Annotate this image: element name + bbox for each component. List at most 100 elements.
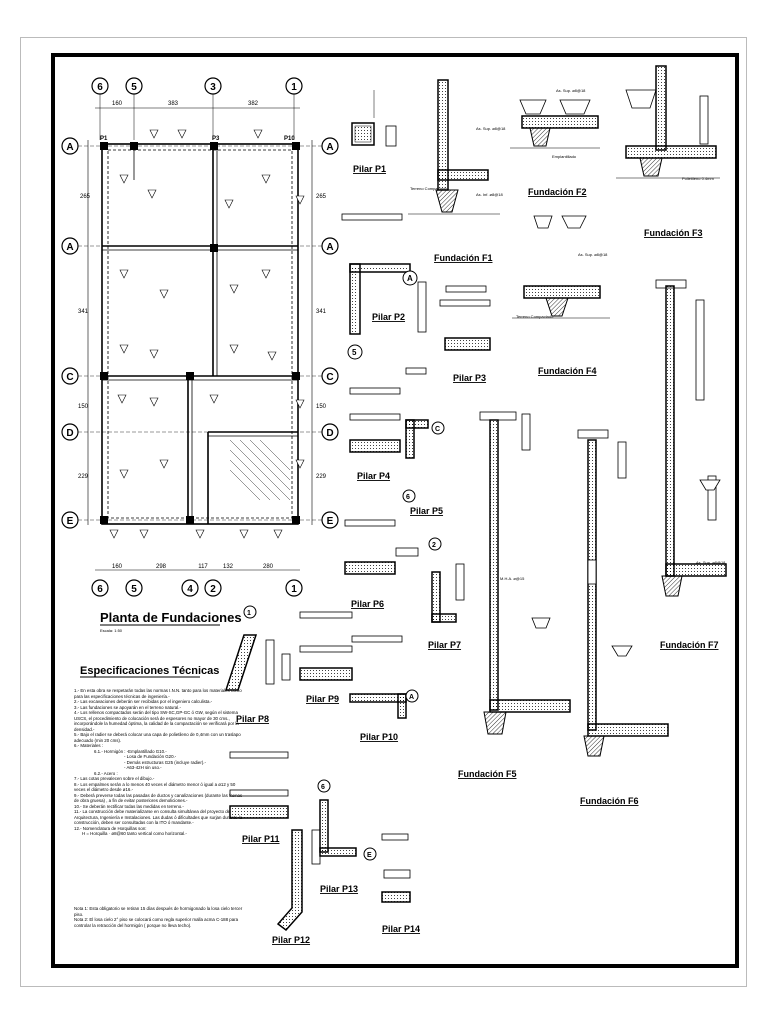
dimension: 382 bbox=[248, 101, 259, 107]
pilar-title: Pilar P1 bbox=[353, 164, 386, 174]
spec-item: 6.1.- Hormigón : -Emplantillado G10.- bbox=[94, 748, 167, 754]
notes: Nota 1: Esta obligatorio se retiran 15 d… bbox=[74, 906, 244, 928]
axis-label: E bbox=[327, 516, 334, 527]
pilar-details: Pilar P1 A 5 Pilar P2 Pilar P3 Pilar P4 … bbox=[224, 90, 491, 945]
note-text: As. Sup. ø8@18 bbox=[556, 88, 586, 93]
spec-item: 2.- Las excavaciones deberán ser recibid… bbox=[74, 699, 213, 704]
note-text: As. Inf. ø8@18 bbox=[476, 192, 504, 197]
scale-label: Escala: 1:50 bbox=[100, 628, 123, 633]
axis-label: 5 bbox=[131, 82, 137, 93]
axis-label: A bbox=[66, 242, 73, 253]
spec-item: 11.- La construcción debe materializarse… bbox=[74, 809, 243, 825]
axis-label: A bbox=[326, 142, 333, 153]
dimension: 229 bbox=[78, 474, 89, 480]
dimension: 132 bbox=[223, 564, 234, 570]
spec-item: - Demás estructuras G25 (incluye radier)… bbox=[124, 759, 206, 765]
pilar-title: Pilar P2 bbox=[372, 312, 405, 322]
specs-title: Especificaciones Técnicas bbox=[80, 665, 219, 677]
axis-label: E bbox=[67, 516, 74, 527]
svg-text:6: 6 bbox=[321, 784, 325, 791]
spec-item: 6.- Materiales : bbox=[74, 743, 104, 748]
fundacion-title: Fundación F5 bbox=[458, 769, 517, 779]
axis-label: D bbox=[326, 428, 333, 439]
spec-item: 9.- Deberá preverse todas las pasadas de… bbox=[74, 792, 243, 804]
dimension: 265 bbox=[80, 194, 91, 200]
drawing-frame bbox=[51, 53, 739, 968]
spec-item: H = Horquilla · ø8@60 tanto vertical com… bbox=[82, 831, 187, 836]
spec-item: 12.- Nomenclatura de Horquillas son: bbox=[74, 825, 147, 831]
foundation-plan: 6 5 3 1 160 383 382 A A C D E 265 bbox=[61, 77, 339, 678]
axis-top: 6 5 3 1 160 383 382 bbox=[91, 77, 303, 140]
axis-label: 4 bbox=[187, 584, 193, 595]
axis-label: 6 bbox=[97, 584, 103, 595]
pillar-label: P10 bbox=[284, 136, 295, 142]
dimension: 383 bbox=[168, 101, 179, 107]
fundacion-title: Fundación F2 bbox=[528, 187, 587, 197]
fundacion-title: Fundación F4 bbox=[538, 366, 597, 376]
pillar-label: P3 bbox=[212, 136, 220, 142]
pilar-title: Pilar P13 bbox=[320, 884, 358, 894]
axis-label: 5 bbox=[131, 584, 137, 595]
dimension: 117 bbox=[198, 564, 208, 570]
svg-text:A: A bbox=[409, 694, 414, 701]
axis-label: 1 bbox=[291, 584, 297, 595]
spec-item: 5.- Bajo el radier se deberá colocar una… bbox=[74, 732, 241, 743]
svg-text:5: 5 bbox=[352, 348, 357, 357]
specs-list: 1.- En esta obra se respetarán todas las… bbox=[74, 688, 244, 837]
dimension: 160 bbox=[112, 101, 123, 107]
axis-label: 6 bbox=[97, 82, 103, 93]
fundacion-title: Fundación F1 bbox=[434, 253, 493, 263]
plan-title: Planta de Fundaciones bbox=[100, 610, 242, 625]
pilar-title: Pilar P12 bbox=[272, 935, 310, 945]
sheet-border bbox=[20, 37, 747, 987]
pilar-title: Pilar P10 bbox=[360, 732, 398, 742]
note-1: Nota 1: Esta obligatorio se retiran 15 d… bbox=[74, 906, 243, 917]
spec-item: 8.- Los empalmes serán a lo menos 40 vec… bbox=[74, 781, 236, 793]
dimension: 280 bbox=[263, 564, 274, 570]
dimension: 150 bbox=[316, 404, 327, 410]
note-text: As. Sup. ø8@18 bbox=[476, 126, 506, 131]
axis-bottom: 160 298 117 132 280 6 5 4 2 1 bbox=[91, 564, 303, 597]
dimension: 298 bbox=[156, 564, 167, 570]
dimension: 150 bbox=[78, 404, 89, 410]
axis-label: C bbox=[66, 372, 73, 383]
spec-item: 4.- Los rellenos compactados serán del t… bbox=[74, 710, 239, 732]
pilar-title: Pilar P11 bbox=[242, 834, 280, 844]
note-text: Polietileno 0.4mm bbox=[682, 176, 714, 181]
pilar-title: Pilar P6 bbox=[351, 599, 384, 609]
axis-label: A bbox=[326, 242, 333, 253]
axis-left: A A C D E 265 341 150 229 bbox=[61, 137, 91, 529]
note-text: As. Sup. ø8@18 bbox=[696, 560, 726, 565]
note-text: As. Sup. ø8@18 bbox=[578, 252, 608, 257]
dimension: 341 bbox=[78, 309, 89, 315]
fundacion-details: Terreno Compactado As. Sup. ø8@18 As. In… bbox=[408, 65, 727, 806]
axis-label: 1 bbox=[291, 82, 297, 93]
axis-label: C bbox=[326, 372, 333, 383]
dimension: 229 bbox=[316, 474, 327, 480]
spec-item: 3.- Las fundaciones se apoyarán en el te… bbox=[74, 704, 181, 710]
dimension: 160 bbox=[112, 564, 123, 570]
pilar-title: Pilar P5 bbox=[410, 506, 443, 516]
note-text: Emplantillado bbox=[552, 154, 577, 159]
note-2: Nota 2: El losa cielo 2° piso se colocar… bbox=[74, 917, 239, 928]
fundacion-title: Fundación F6 bbox=[580, 796, 639, 806]
pilar-title: Pilar P4 bbox=[357, 471, 390, 481]
pilar-title: Pilar P9 bbox=[306, 694, 339, 704]
spec-item: 10.- Se deberán rectificar todas las med… bbox=[74, 803, 184, 809]
svg-text:C: C bbox=[435, 426, 440, 433]
spec-item: - A63-42H sin uso.- bbox=[124, 765, 162, 770]
spec-item: - Losa de Fundación G20.- bbox=[124, 754, 177, 759]
svg-text:A: A bbox=[407, 274, 413, 283]
svg-text:2: 2 bbox=[432, 542, 436, 549]
pilar-title: Pilar P14 bbox=[382, 924, 420, 934]
axis-label: A bbox=[66, 142, 73, 153]
svg-text:E: E bbox=[367, 852, 372, 859]
svg-text:1: 1 bbox=[247, 610, 251, 617]
pilar-title: Pilar P3 bbox=[453, 373, 486, 383]
fundacion-title: Fundación F3 bbox=[644, 228, 703, 238]
note-text: M.H.A. ø@15 bbox=[500, 576, 525, 581]
spec-item: 6.2.- Acero : bbox=[94, 770, 118, 776]
pilar-title: Pilar P7 bbox=[428, 640, 461, 650]
axis-right: A A C D E 265 341 150 229 bbox=[311, 137, 339, 529]
